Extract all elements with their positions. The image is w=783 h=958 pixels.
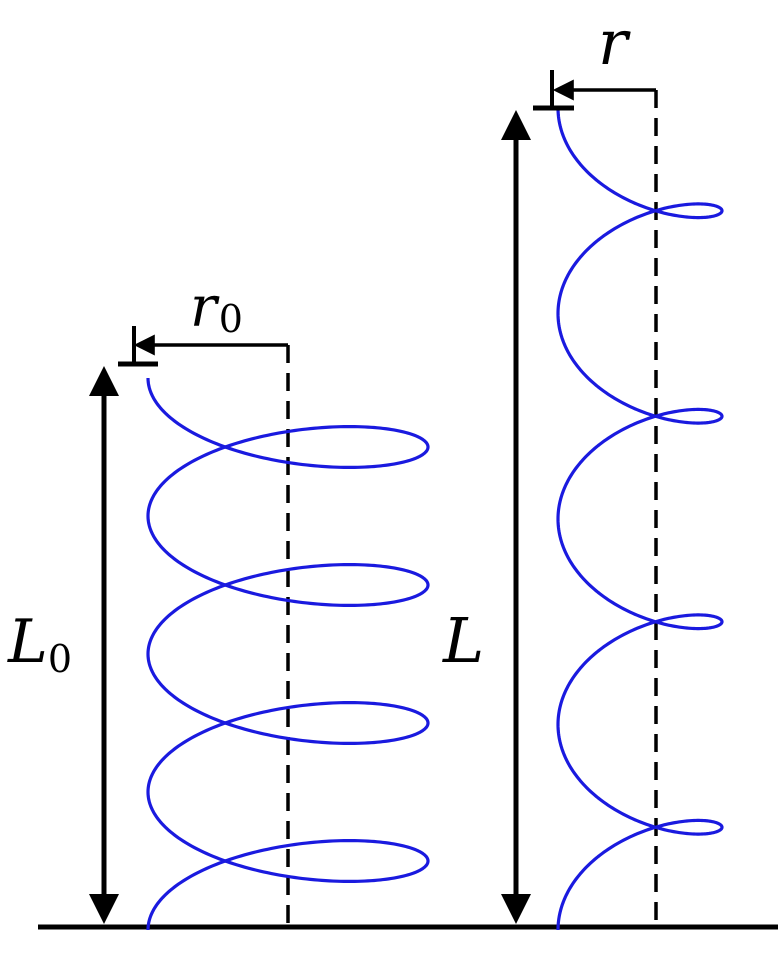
L-label: L — [442, 604, 484, 677]
L0-label: L0 — [7, 607, 72, 681]
r0-label: r0 — [190, 275, 243, 341]
stretched-helix-curve — [556, 107, 724, 931]
unstretched-spring-group: r0 L0 — [7, 275, 430, 931]
unstretched-helix-curve — [146, 377, 430, 931]
stretched-spring-group: r L — [442, 6, 724, 931]
r-label: r — [598, 6, 631, 79]
